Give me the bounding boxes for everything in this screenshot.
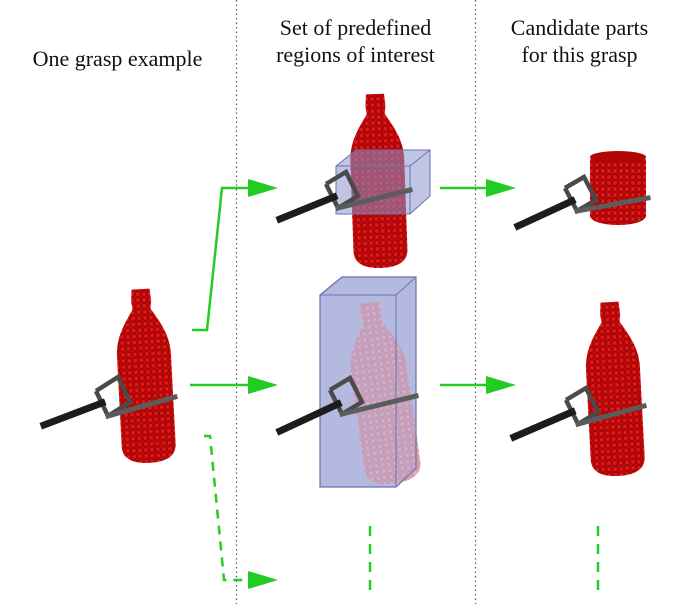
arrow-to-middle-region	[190, 376, 278, 394]
bottle-point-cloud-icon	[582, 300, 646, 478]
bottle-point-cloud-icon	[113, 287, 177, 465]
arrow-to-top-candidate	[440, 179, 516, 197]
candidate-middle	[509, 300, 648, 478]
bottle-part-icon	[590, 151, 646, 225]
roi-box-icon	[319, 276, 417, 488]
column-header-candidate-parts: Candidate parts for this grasp	[476, 14, 683, 68]
arrow-to-more-regions-dashed	[204, 434, 278, 589]
gripper-icon	[509, 384, 648, 442]
gripper-icon	[275, 168, 414, 224]
header-one-grasp-example: One grasp example	[32, 46, 203, 71]
region-top	[275, 93, 431, 269]
roi-box-icon	[335, 149, 431, 215]
arrow-to-middle-candidate	[440, 376, 516, 394]
region-middle	[275, 276, 423, 488]
column-header-grasp-example: One grasp example	[0, 45, 235, 72]
header-regions-line1: Set of predefined	[279, 15, 432, 40]
arrow-to-top-region	[192, 179, 278, 332]
gripper-icon	[39, 373, 179, 430]
candidate-top	[513, 151, 651, 231]
grasp-example-object	[39, 287, 179, 465]
gripper-icon	[275, 374, 420, 436]
gripper-icon	[513, 173, 651, 231]
header-candidates-line2: for this grasp	[521, 42, 638, 67]
header-candidates-line1: Candidate parts	[510, 15, 649, 40]
column-header-regions: Set of predefined regions of interest	[237, 14, 474, 68]
header-regions-line2: regions of interest	[276, 42, 435, 67]
